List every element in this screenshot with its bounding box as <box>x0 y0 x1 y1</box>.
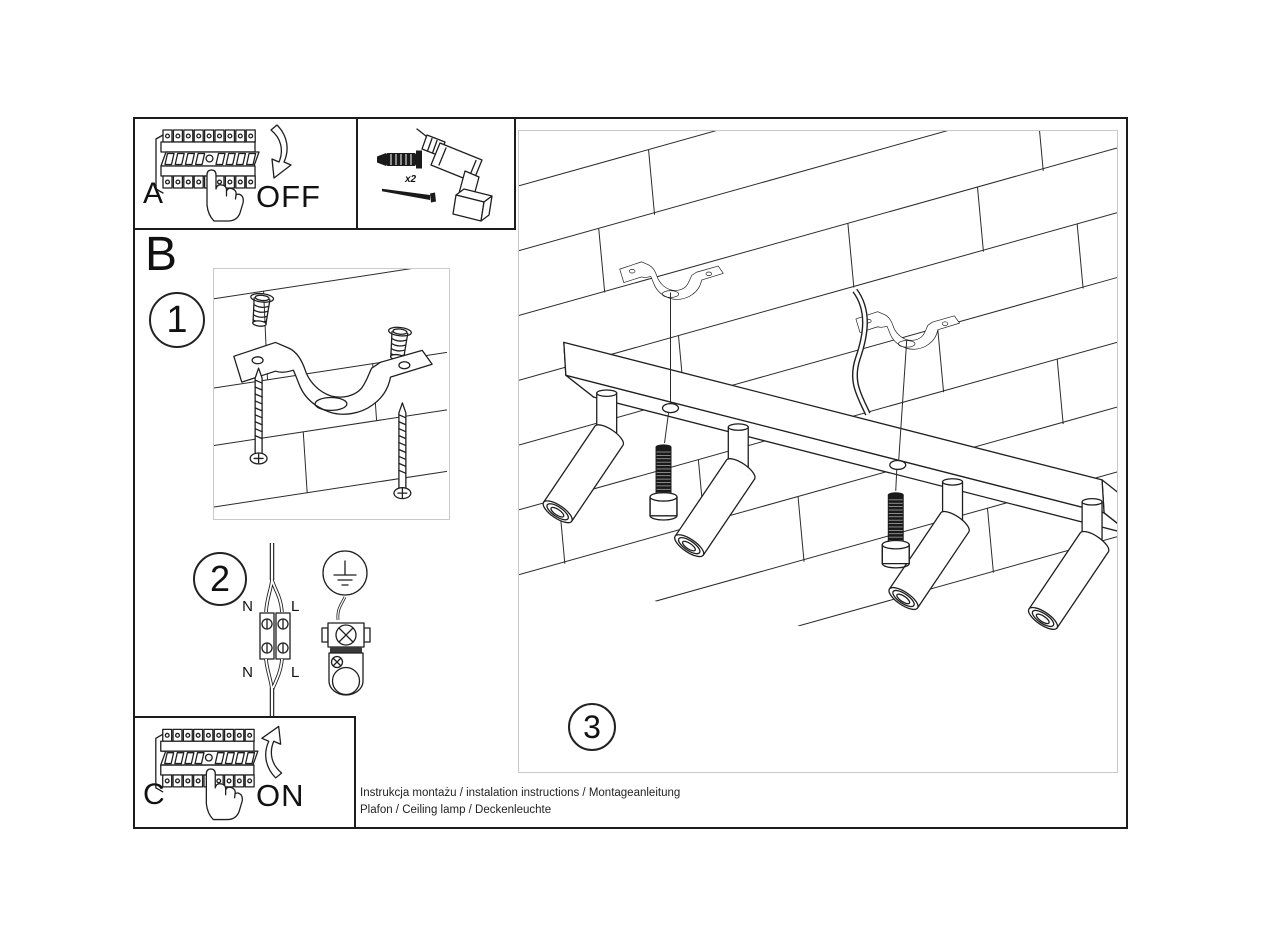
ceiling-bracket-icon <box>619 261 724 300</box>
spotlight-head-icon <box>670 454 759 562</box>
step-2-badge: 2 <box>193 552 247 606</box>
footer-caption: Instrukcja montażu / instalation instruc… <box>360 785 680 818</box>
sheet-frame: A OFF <box>133 117 1128 829</box>
step-1-panel <box>213 268 450 520</box>
spotlight-head-icon <box>1024 526 1113 634</box>
tools-illustration: x2 <box>377 128 493 222</box>
quantity-label: x2 <box>404 174 417 185</box>
step-2-number: 2 <box>209 558 231 599</box>
alignment-lines <box>664 292 908 491</box>
footer-title-line: Instrukcja montażu / instalation instruc… <box>360 787 681 799</box>
knurled-screw-icon <box>881 491 910 569</box>
footer-product-line: Plafon / Ceiling lamp / Deckenleuchte <box>360 803 552 816</box>
wall-plug-icon <box>377 150 422 169</box>
section-b-letter: B <box>145 228 178 281</box>
supply-wire <box>264 543 284 613</box>
knurled-screw-icon <box>649 443 678 521</box>
bracket-mounting-diagram <box>214 269 447 508</box>
step-3-panel <box>518 130 1118 773</box>
panel-a: A OFF <box>135 119 358 230</box>
ceiling-installation-diagram <box>519 131 1117 635</box>
panel-a-off-label: OFF <box>256 179 321 214</box>
lamp-rail <box>563 341 1117 532</box>
rail-screw-hole <box>889 459 907 471</box>
drill-icon <box>416 128 493 222</box>
step-3-number: 3 <box>583 708 601 745</box>
ceiling-planks <box>214 269 447 508</box>
step-1-badge: 1 <box>149 292 205 348</box>
panel-c-on-label: ON <box>256 778 305 813</box>
terminal-label-n-top: N <box>242 598 253 615</box>
lamp-wire <box>264 658 284 718</box>
terminal-label-l-top: L <box>291 598 299 615</box>
terminal-label-n-bottom: N <box>242 664 253 681</box>
ground-terminal-icon <box>321 622 371 696</box>
screw-icon <box>382 188 436 203</box>
curved-arrow-up-icon <box>261 725 283 779</box>
ceiling-bracket-icon <box>855 311 960 350</box>
terminal-block-icon <box>259 612 291 660</box>
spotlight-head-icon <box>539 420 628 528</box>
ground-symbol-icon <box>322 550 368 596</box>
step-3-badge: 3 <box>568 703 616 751</box>
rail-screw-hole <box>661 403 680 414</box>
panel-a-letter: A <box>143 177 164 210</box>
terminal-label-l-bottom: L <box>291 664 299 681</box>
panel-c-letter: C <box>143 778 165 811</box>
power-cable <box>851 288 871 416</box>
hardware-panel: x2 <box>358 119 516 230</box>
panel-c: C ON <box>135 716 356 829</box>
breaker-on-illustration <box>155 725 283 821</box>
wall-anchor-icon <box>247 291 275 328</box>
breaker-off-illustration <box>155 124 292 222</box>
curved-arrow-down-icon <box>270 124 292 179</box>
step-1-number: 1 <box>166 298 188 341</box>
wiring-diagram: N L N L <box>242 543 371 718</box>
